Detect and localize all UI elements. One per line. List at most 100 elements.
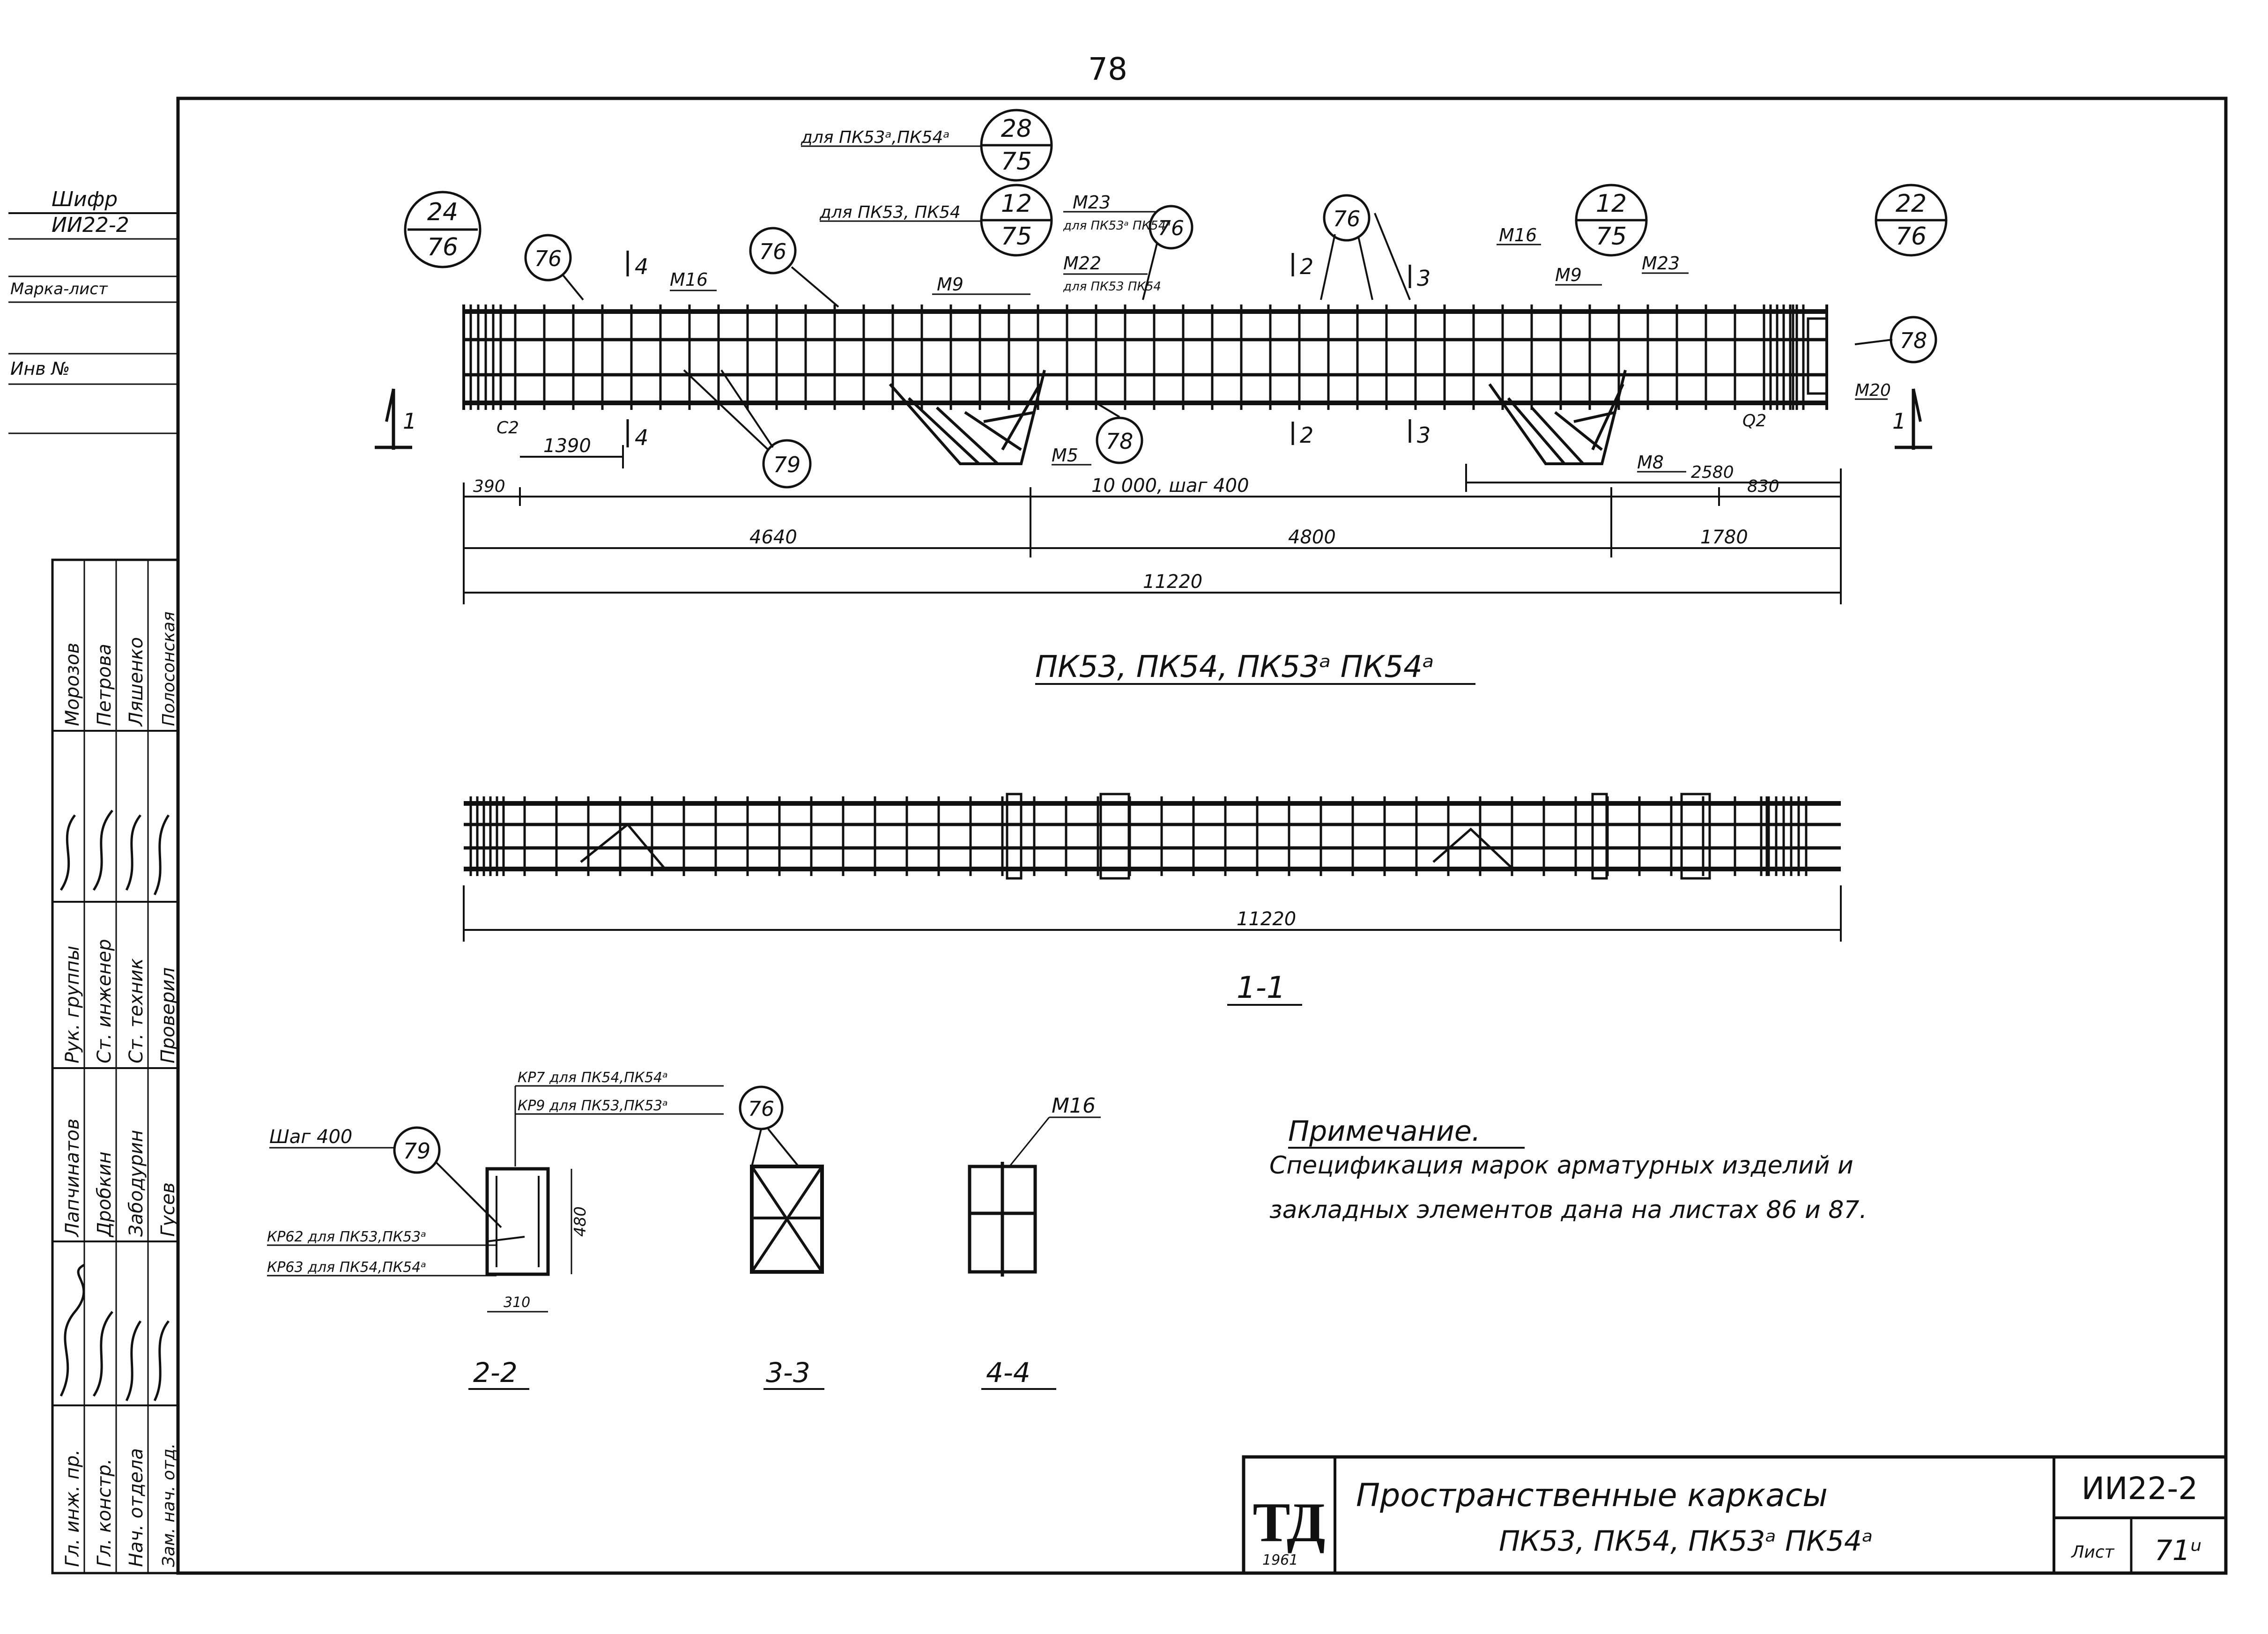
- svg-text:22: 22: [1896, 190, 1927, 218]
- section-mark-4-bottom: 4: [635, 425, 648, 450]
- section-4-4: М16 4-4: [968, 1094, 1101, 1390]
- section-3-3-caption: 3-3: [766, 1357, 810, 1389]
- marker-79-small: 79: [403, 1138, 431, 1164]
- section-mark-3-top: 3: [1417, 266, 1430, 291]
- sheet-number: 71ᵘ: [2155, 1534, 2202, 1567]
- dim-1780: 1780: [1700, 527, 1748, 548]
- mark-q2: Q2: [1742, 411, 1766, 431]
- dim-1390: 1390: [543, 435, 591, 457]
- marker-76-d: 76: [1323, 194, 1371, 242]
- signature-marks: [59, 810, 170, 1402]
- section-mark-1-right: 1: [1892, 408, 1906, 434]
- section-mark-2-bottom: 2: [1300, 423, 1313, 448]
- marker-79: 79: [762, 439, 812, 489]
- section-1-1: 11220 1-1: [463, 793, 1842, 1006]
- marker-76-small: 76: [748, 1097, 774, 1121]
- section-4-4-caption: 4-4: [986, 1357, 1030, 1389]
- mark-m16-b: М16: [1499, 225, 1537, 245]
- mark-m8: М8: [1637, 452, 1664, 473]
- section-mark-3-bottom: 3: [1417, 423, 1430, 448]
- dim-390: 390: [473, 477, 505, 496]
- callout-note-a: для ПК53ᵃ,ПК54ᵃ: [800, 128, 950, 147]
- name-4: Гусев: [157, 1182, 179, 1237]
- name-7: Ляшенко: [126, 637, 147, 727]
- marker-76-b: 76: [749, 227, 797, 275]
- section-1-1-caption: 1-1: [1237, 971, 1286, 1005]
- mark-c2: С2: [497, 418, 519, 438]
- svg-text:76: 76: [759, 239, 787, 264]
- dim-10000: 10 000, шаг 400: [1091, 475, 1249, 497]
- kr9-label: КР9 для ПК53,ПК53ᵃ: [518, 1098, 668, 1114]
- svg-text:76: 76: [534, 246, 562, 271]
- note-line-2: закладных элементов дана на листах 86 и …: [1269, 1196, 1867, 1224]
- width-dim: 310: [504, 1294, 530, 1311]
- svg-text:75: 75: [1596, 223, 1627, 251]
- svg-text:79: 79: [773, 452, 801, 477]
- cipher-label: Шифр: [52, 187, 118, 211]
- role-chief-designer: Гл. констр.: [94, 1459, 115, 1567]
- svg-text:78: 78: [1900, 328, 1927, 353]
- role-department-head: Нач. отдела: [126, 1448, 147, 1567]
- section-1-1-dim: 11220: [1237, 908, 1296, 930]
- dim-4800: 4800: [1288, 527, 1336, 548]
- section-2-2: Шаг 400 79 КР7 для ПК54,ПК54ᵃ КР9 для ПК…: [267, 1070, 724, 1390]
- hatched-zone-right: [1488, 370, 1627, 465]
- mark-note-b: для ПК53 ПК54: [1063, 280, 1161, 294]
- name-1: Лапчинатов: [62, 1119, 83, 1238]
- name-8: Полосонская: [159, 611, 178, 726]
- kr7-label: КР7 для ПК54,ПК54ᵃ: [518, 1070, 668, 1086]
- name-6: Петрова: [94, 644, 115, 726]
- svg-text:78: 78: [1106, 429, 1134, 454]
- svg-text:76: 76: [1158, 216, 1184, 240]
- cipher-value: ИИ22-2: [52, 213, 129, 237]
- svg-text:28: 28: [1001, 115, 1032, 143]
- logo: ТД: [1253, 1491, 1325, 1553]
- callout-22-76: 22 76: [1875, 184, 1948, 257]
- sheet-label: Лист: [2070, 1543, 2114, 1562]
- svg-text:75: 75: [1001, 223, 1032, 251]
- marker-76-c: 76: [1149, 205, 1193, 250]
- dim-11220: 11220: [1143, 571, 1202, 593]
- mark-m23-b: М23: [1642, 253, 1680, 274]
- hatched-zone-left: [889, 370, 1046, 465]
- svg-text:24: 24: [427, 198, 458, 226]
- svg-text:76: 76: [1333, 206, 1361, 231]
- note-title: Примечание.: [1288, 1115, 1481, 1148]
- role-deputy-head: Зам. нач. отд.: [159, 1443, 178, 1567]
- note: Примечание. Спецификация марок арматурны…: [1269, 1115, 1867, 1224]
- kr62-label: КР62 для ПК53,ПК53ᵃ: [267, 1229, 426, 1245]
- name-3: Забодурин: [126, 1130, 147, 1237]
- mark-m22: М22: [1063, 253, 1101, 274]
- name-2: Дробкин: [94, 1151, 115, 1238]
- mark-m9-b: М9: [1555, 265, 1582, 285]
- callout-28-75: 28 75: [980, 109, 1053, 182]
- dim-4640: 4640: [749, 527, 797, 548]
- dim-830: 830: [1747, 477, 1779, 496]
- svg-text:75: 75: [1001, 148, 1032, 176]
- callout-12-75-a: 12 75: [980, 184, 1053, 257]
- callout-12-75-b: 12 75: [1575, 184, 1648, 257]
- role-senior-technician: Ст. техник: [126, 958, 147, 1063]
- mark-m5: М5: [1052, 445, 1078, 466]
- role-checked: Проверил: [157, 967, 179, 1063]
- main-stirrups: [469, 305, 1805, 410]
- role-group-lead: Рук. группы: [62, 946, 83, 1063]
- section-mark-4-top: 4: [635, 254, 648, 279]
- document-code: ИИ22-2: [2082, 1471, 2198, 1507]
- callout-24-76: 24 76: [404, 191, 482, 268]
- mark-m23-a: М23: [1073, 192, 1111, 213]
- marker-78-a: 78: [1096, 416, 1143, 464]
- height-dim: 480: [571, 1206, 590, 1237]
- callout-note-b: для ПК53, ПК54: [819, 203, 961, 222]
- main-view: 1 1 2 2 3 3 4 4 24 76 28 75 12 75: [375, 109, 1948, 685]
- title-line-2: ПК53, ПК54, ПК53ᵃ ПК54ᵃ: [1499, 1525, 1873, 1558]
- mark-sheet-label: Марка-лист: [10, 280, 108, 298]
- page-number: 78: [1088, 51, 1127, 87]
- year: 1961: [1262, 1552, 1298, 1568]
- role-senior-engineer: Ст. инженер: [94, 939, 115, 1063]
- dim-2580: 2580: [1691, 463, 1734, 482]
- svg-text:12: 12: [1596, 190, 1627, 218]
- mark-m16-a: М16: [670, 269, 708, 290]
- title-block: ТД 1961 Пространственные каркасы ПК53, П…: [1242, 1455, 2228, 1575]
